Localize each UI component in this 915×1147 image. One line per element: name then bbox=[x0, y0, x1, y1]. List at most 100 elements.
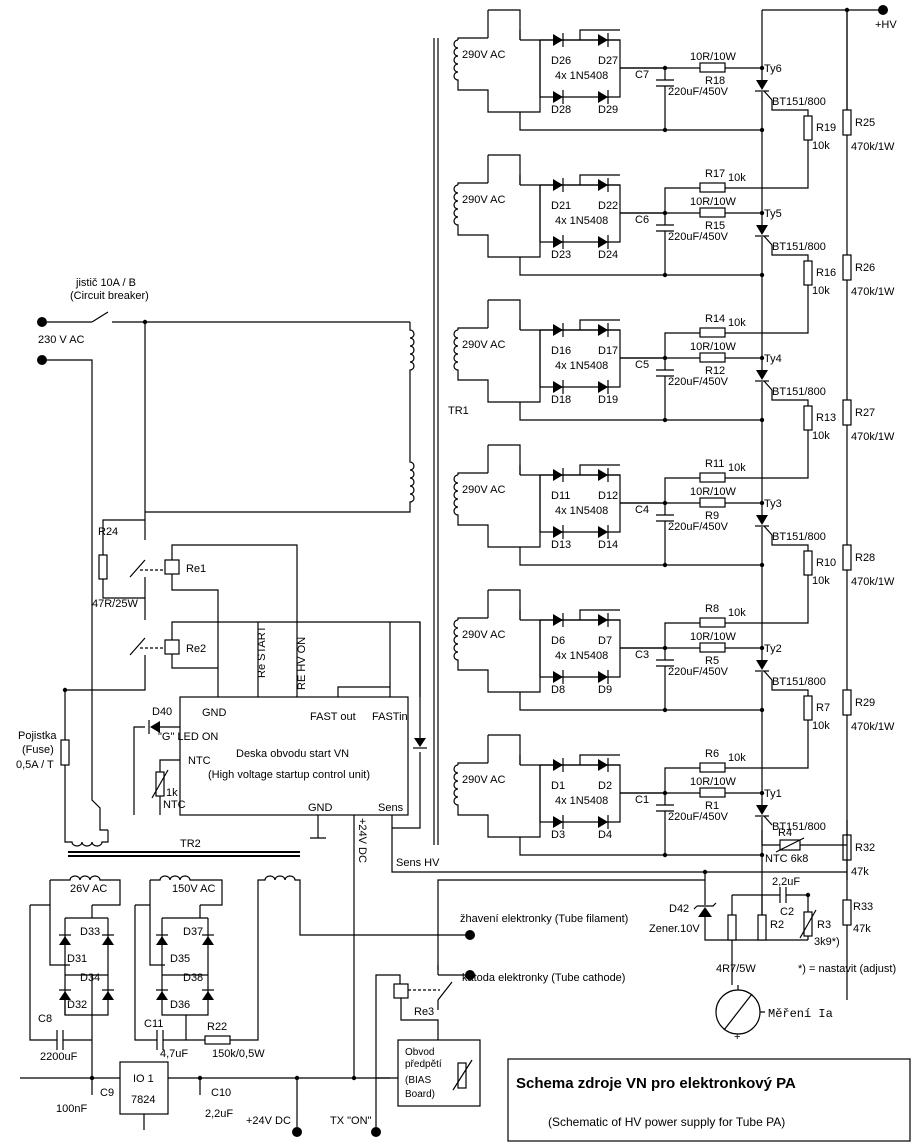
tr2-label: TR2 bbox=[180, 838, 201, 850]
r3-value: 3k9*) bbox=[814, 936, 840, 948]
measurement-section: R4 NTC 6k8 2,2uF C2 D42 Zener.10V 4R7/5W… bbox=[649, 820, 896, 1043]
tr1-label: TR1 bbox=[448, 405, 469, 417]
diode-label: D14 bbox=[598, 539, 618, 551]
io1-regulator bbox=[119, 1061, 169, 1115]
thyristor-label: Ty4 bbox=[764, 353, 782, 365]
re-hv-on-label: RE HV ON bbox=[296, 637, 308, 690]
c10-value: 2,2uF bbox=[205, 1108, 233, 1120]
capacitor-label: C5 bbox=[635, 359, 649, 371]
c8-value: 2200uF bbox=[40, 1051, 78, 1063]
d42-value: Zener.10V bbox=[649, 923, 700, 935]
thyristor-value: BT151/800 bbox=[772, 96, 826, 108]
gate-resistor-value: 10k bbox=[812, 430, 830, 442]
filament-label: žhavení elektronky (Tube filament) bbox=[460, 913, 628, 925]
re1-coil bbox=[164, 559, 180, 575]
gate-resistor-value: 10k bbox=[812, 285, 830, 297]
r24-label: R24 bbox=[98, 526, 118, 538]
stage-ac-label: 290V AC bbox=[462, 339, 505, 351]
diode-label: D17 bbox=[598, 345, 618, 357]
ntc-lbl: NTC bbox=[163, 799, 186, 811]
r33-resistor bbox=[842, 899, 852, 926]
r22-label: R22 bbox=[207, 1021, 227, 1033]
plus24-label: +24V DC bbox=[246, 1115, 291, 1127]
capacitor-label: C4 bbox=[635, 504, 649, 516]
thyristor-value: BT151/800 bbox=[772, 241, 826, 253]
d40-label: D40 bbox=[152, 706, 172, 718]
diode-label: D19 bbox=[598, 394, 618, 406]
bridge-part: 4x 1N5408 bbox=[555, 795, 608, 807]
bridge-part: 4x 1N5408 bbox=[555, 650, 608, 662]
diode-label: D4 bbox=[598, 829, 612, 841]
gate-resistor-label: R13 bbox=[816, 412, 836, 424]
diode-label: D23 bbox=[551, 249, 571, 261]
series-resistor-label: R12 bbox=[705, 365, 725, 377]
d34-label: D34 bbox=[80, 972, 100, 984]
divider-resistor-value: 470k/1W bbox=[851, 576, 895, 588]
board-gnd-bottom: GND bbox=[308, 802, 333, 814]
gate-resistor-label: R19 bbox=[816, 122, 836, 134]
c11-value: 4,7uF bbox=[160, 1048, 188, 1060]
top-resistor-label: R14 bbox=[705, 313, 725, 325]
fuse bbox=[60, 739, 70, 766]
led-label: "G" LED ON bbox=[158, 731, 218, 743]
board-ntc-pin: NTC bbox=[188, 755, 211, 767]
series-resistor-label: R15 bbox=[705, 220, 725, 232]
series-resistor-value: 10R/10W bbox=[690, 486, 736, 498]
diode-label: D2 bbox=[598, 780, 612, 792]
ac150-label: 150V AC bbox=[172, 883, 215, 895]
mains-input-label: 230 V AC bbox=[38, 334, 85, 346]
stage-ac-label: 290V AC bbox=[462, 484, 505, 496]
series-resistor-value: 10R/10W bbox=[690, 341, 736, 353]
series-resistor-value: 10R/10W bbox=[690, 776, 736, 788]
breaker-label-en: (Circuit breaker) bbox=[70, 290, 149, 302]
diode-label: D7 bbox=[598, 635, 612, 647]
d35-label: D35 bbox=[170, 953, 190, 965]
d38-label: D38 bbox=[183, 972, 203, 984]
hv-startup-board bbox=[179, 696, 409, 816]
series-resistor-value: 10R/10W bbox=[690, 51, 736, 63]
diode-label: D26 bbox=[551, 55, 571, 67]
capacitor-value: 220uF/450V bbox=[668, 666, 729, 678]
capacitor-value: 220uF/450V bbox=[668, 811, 729, 823]
top-resistor-value: 10k bbox=[728, 317, 746, 329]
title: Schema zdroje VN pro elektronkový PA bbox=[516, 1075, 796, 1092]
divider-resistor-value: 470k/1W bbox=[851, 721, 895, 733]
mains-terminal-n bbox=[37, 355, 47, 365]
top-resistor-label: R6 bbox=[705, 748, 719, 760]
thyristor-value: BT151/800 bbox=[772, 531, 826, 543]
top-resistor-value: 10k bbox=[728, 607, 746, 619]
divider-resistor-value: 470k/1W bbox=[851, 431, 895, 443]
diode-label: D28 bbox=[551, 104, 571, 116]
stage-ac-label: 290V AC bbox=[462, 49, 505, 61]
r33-label: R33 bbox=[853, 901, 873, 913]
divider-resistor-label: R27 bbox=[855, 407, 875, 419]
stage-ac-label: 290V AC bbox=[462, 629, 505, 641]
divider-resistor-value: 47k bbox=[851, 866, 869, 878]
c9-value: 100nF bbox=[56, 1103, 87, 1115]
filament-terminal bbox=[465, 930, 475, 940]
gate-resistor-value: 10k bbox=[812, 720, 830, 732]
adjust-note: *) = nastavit (adjust) bbox=[798, 963, 896, 975]
series-resistor-value: 10R/10W bbox=[690, 631, 736, 643]
cathode-label: katoda elektronky (Tube cathode) bbox=[462, 972, 625, 984]
tx-on-terminal bbox=[371, 1127, 381, 1137]
diode-label: D3 bbox=[551, 829, 565, 841]
r22-value: 150k/0,5W bbox=[212, 1048, 265, 1060]
series-resistor-label: R5 bbox=[705, 655, 719, 667]
series-resistor-label: R18 bbox=[705, 75, 725, 87]
ntc-1k: 1k bbox=[166, 787, 178, 799]
board-fast-out: FAST out bbox=[310, 711, 356, 723]
thyristor-label: Ty6 bbox=[764, 63, 782, 75]
svg-text:+: + bbox=[734, 1031, 740, 1043]
mains-terminal-l bbox=[37, 317, 47, 327]
fuse-label: Pojistka bbox=[18, 730, 57, 742]
top-resistor-value: 10k bbox=[728, 752, 746, 764]
divider-resistor-label: R28 bbox=[855, 552, 875, 564]
diode-label: D13 bbox=[551, 539, 571, 551]
re3-coil bbox=[393, 983, 409, 999]
board-fast-in: FASTin bbox=[372, 711, 408, 723]
board-title-cz: Deska obvodu start VN bbox=[236, 748, 349, 760]
thyristor-label: Ty5 bbox=[764, 208, 782, 220]
divider-resistor-label: R29 bbox=[855, 697, 875, 709]
stage-ac-label: 290V AC bbox=[462, 774, 505, 786]
